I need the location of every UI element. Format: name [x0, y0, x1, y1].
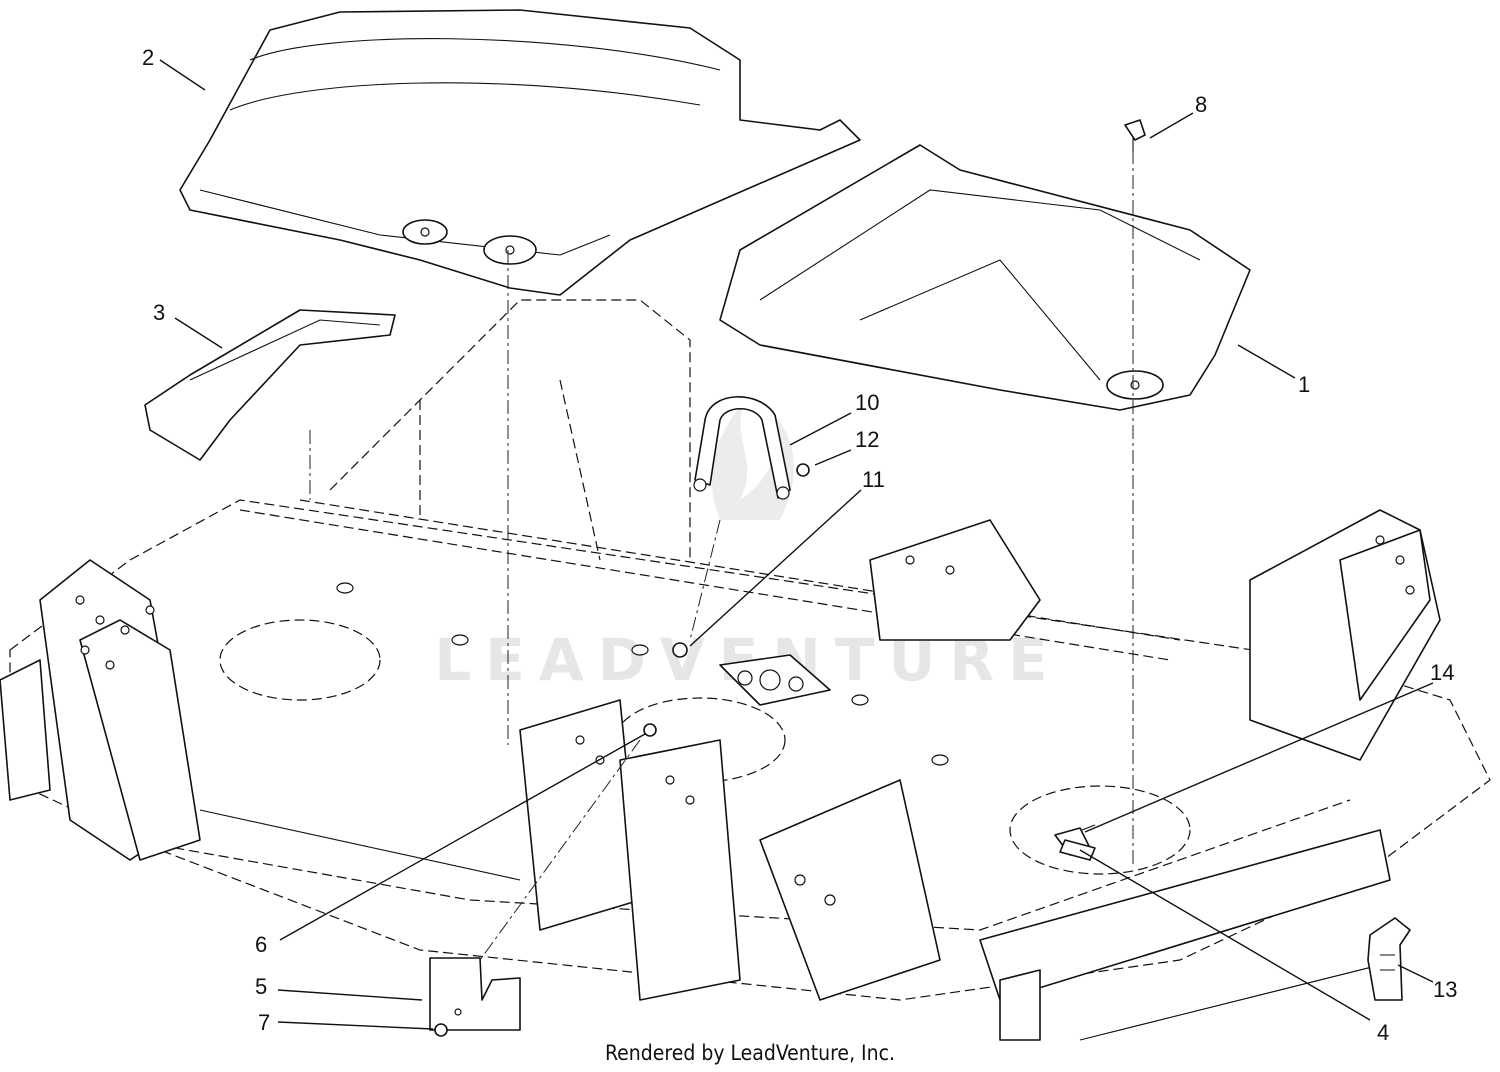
callout-12: 12	[855, 427, 879, 452]
callouts: 2 3 8 1 10 12 11 14 6 5 7 13 4	[142, 45, 1457, 1045]
footer-credit: Rendered by LeadVenture, Inc.	[605, 1041, 895, 1065]
alignment-lines	[309, 150, 1134, 961]
leader-lines	[159, 59, 1434, 1030]
callout-8: 8	[1195, 92, 1207, 117]
hardware	[429, 119, 1411, 1037]
watermark-flame-icon	[711, 400, 794, 520]
part-1-cover	[719, 144, 1251, 411]
callout-4: 4	[1377, 1020, 1389, 1045]
callout-1: 1	[1298, 372, 1310, 397]
frame	[0, 299, 1491, 1041]
callout-3: 3	[153, 300, 165, 325]
part-3-bracket	[144, 309, 396, 461]
callout-13: 13	[1433, 977, 1457, 1002]
part-10-u-bolt	[693, 396, 791, 500]
callout-6: 6	[255, 932, 267, 957]
callout-5: 5	[255, 974, 267, 999]
callout-11: 11	[862, 467, 885, 492]
callout-2: 2	[142, 45, 154, 70]
part-2-seat-pan	[179, 9, 861, 296]
callout-10: 10	[855, 390, 879, 415]
callout-7: 7	[258, 1010, 270, 1035]
callout-14: 14	[1430, 660, 1454, 685]
